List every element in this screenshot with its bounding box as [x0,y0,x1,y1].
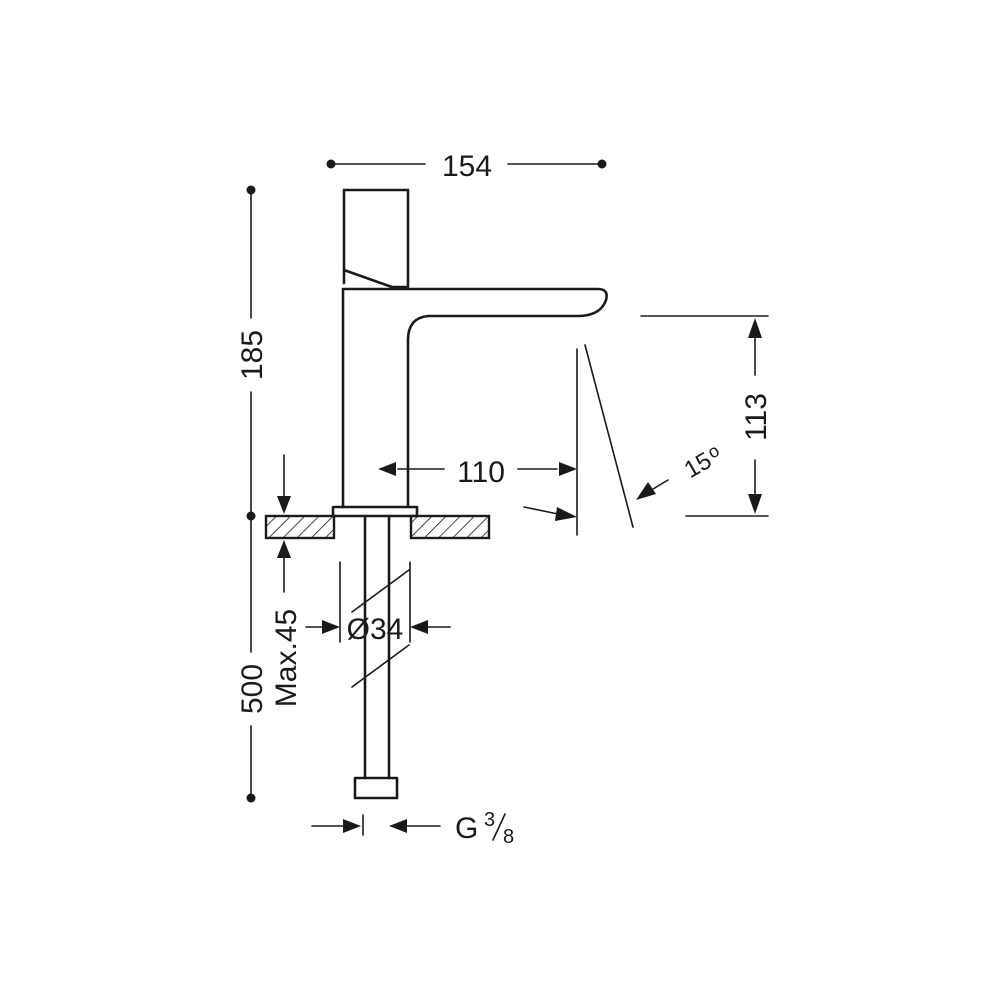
fraction-slash [492,813,506,841]
faucet-column-and-spout [341,287,608,509]
dim-width: 154 [326,150,607,183]
dim-spout-reach: 110 [378,456,577,489]
dim-spout-height-label: 113 [740,393,773,441]
dim-width-label: 154 [442,150,492,183]
faucet-body [331,188,608,800]
dim-connection-prefix: G [455,812,478,845]
dim-max-thickness: Max.45 [270,454,303,707]
dim-hole-diameter: Ø34 [305,561,451,646]
dim-connection-numerator: 3 [484,809,495,831]
dim-height: 185 500 [236,185,269,803]
dim-angle-label: 15o [679,440,727,484]
dim-spout-reach-label: 110 [457,456,505,489]
water-jet-line [584,344,634,528]
dim-height-label: 185 [236,330,269,380]
base-flange [331,505,419,518]
dim-spout-height: 113 [640,315,773,517]
countertop-left [264,514,336,540]
countertop-right [409,514,491,540]
dim-max-thickness-label: Max.45 [270,609,303,707]
supply-hose [351,514,410,800]
dim-connection-denominator: 8 [503,826,514,848]
countertop [264,514,491,540]
dim-hole-diameter-label: Ø34 [347,613,404,646]
hose-connector [353,776,399,800]
lever-handle [342,188,410,289]
dim-connection: G 3 8 [311,809,514,848]
dim-hose-length-label: 500 [236,664,269,714]
dim-angle: 15o [523,344,727,536]
